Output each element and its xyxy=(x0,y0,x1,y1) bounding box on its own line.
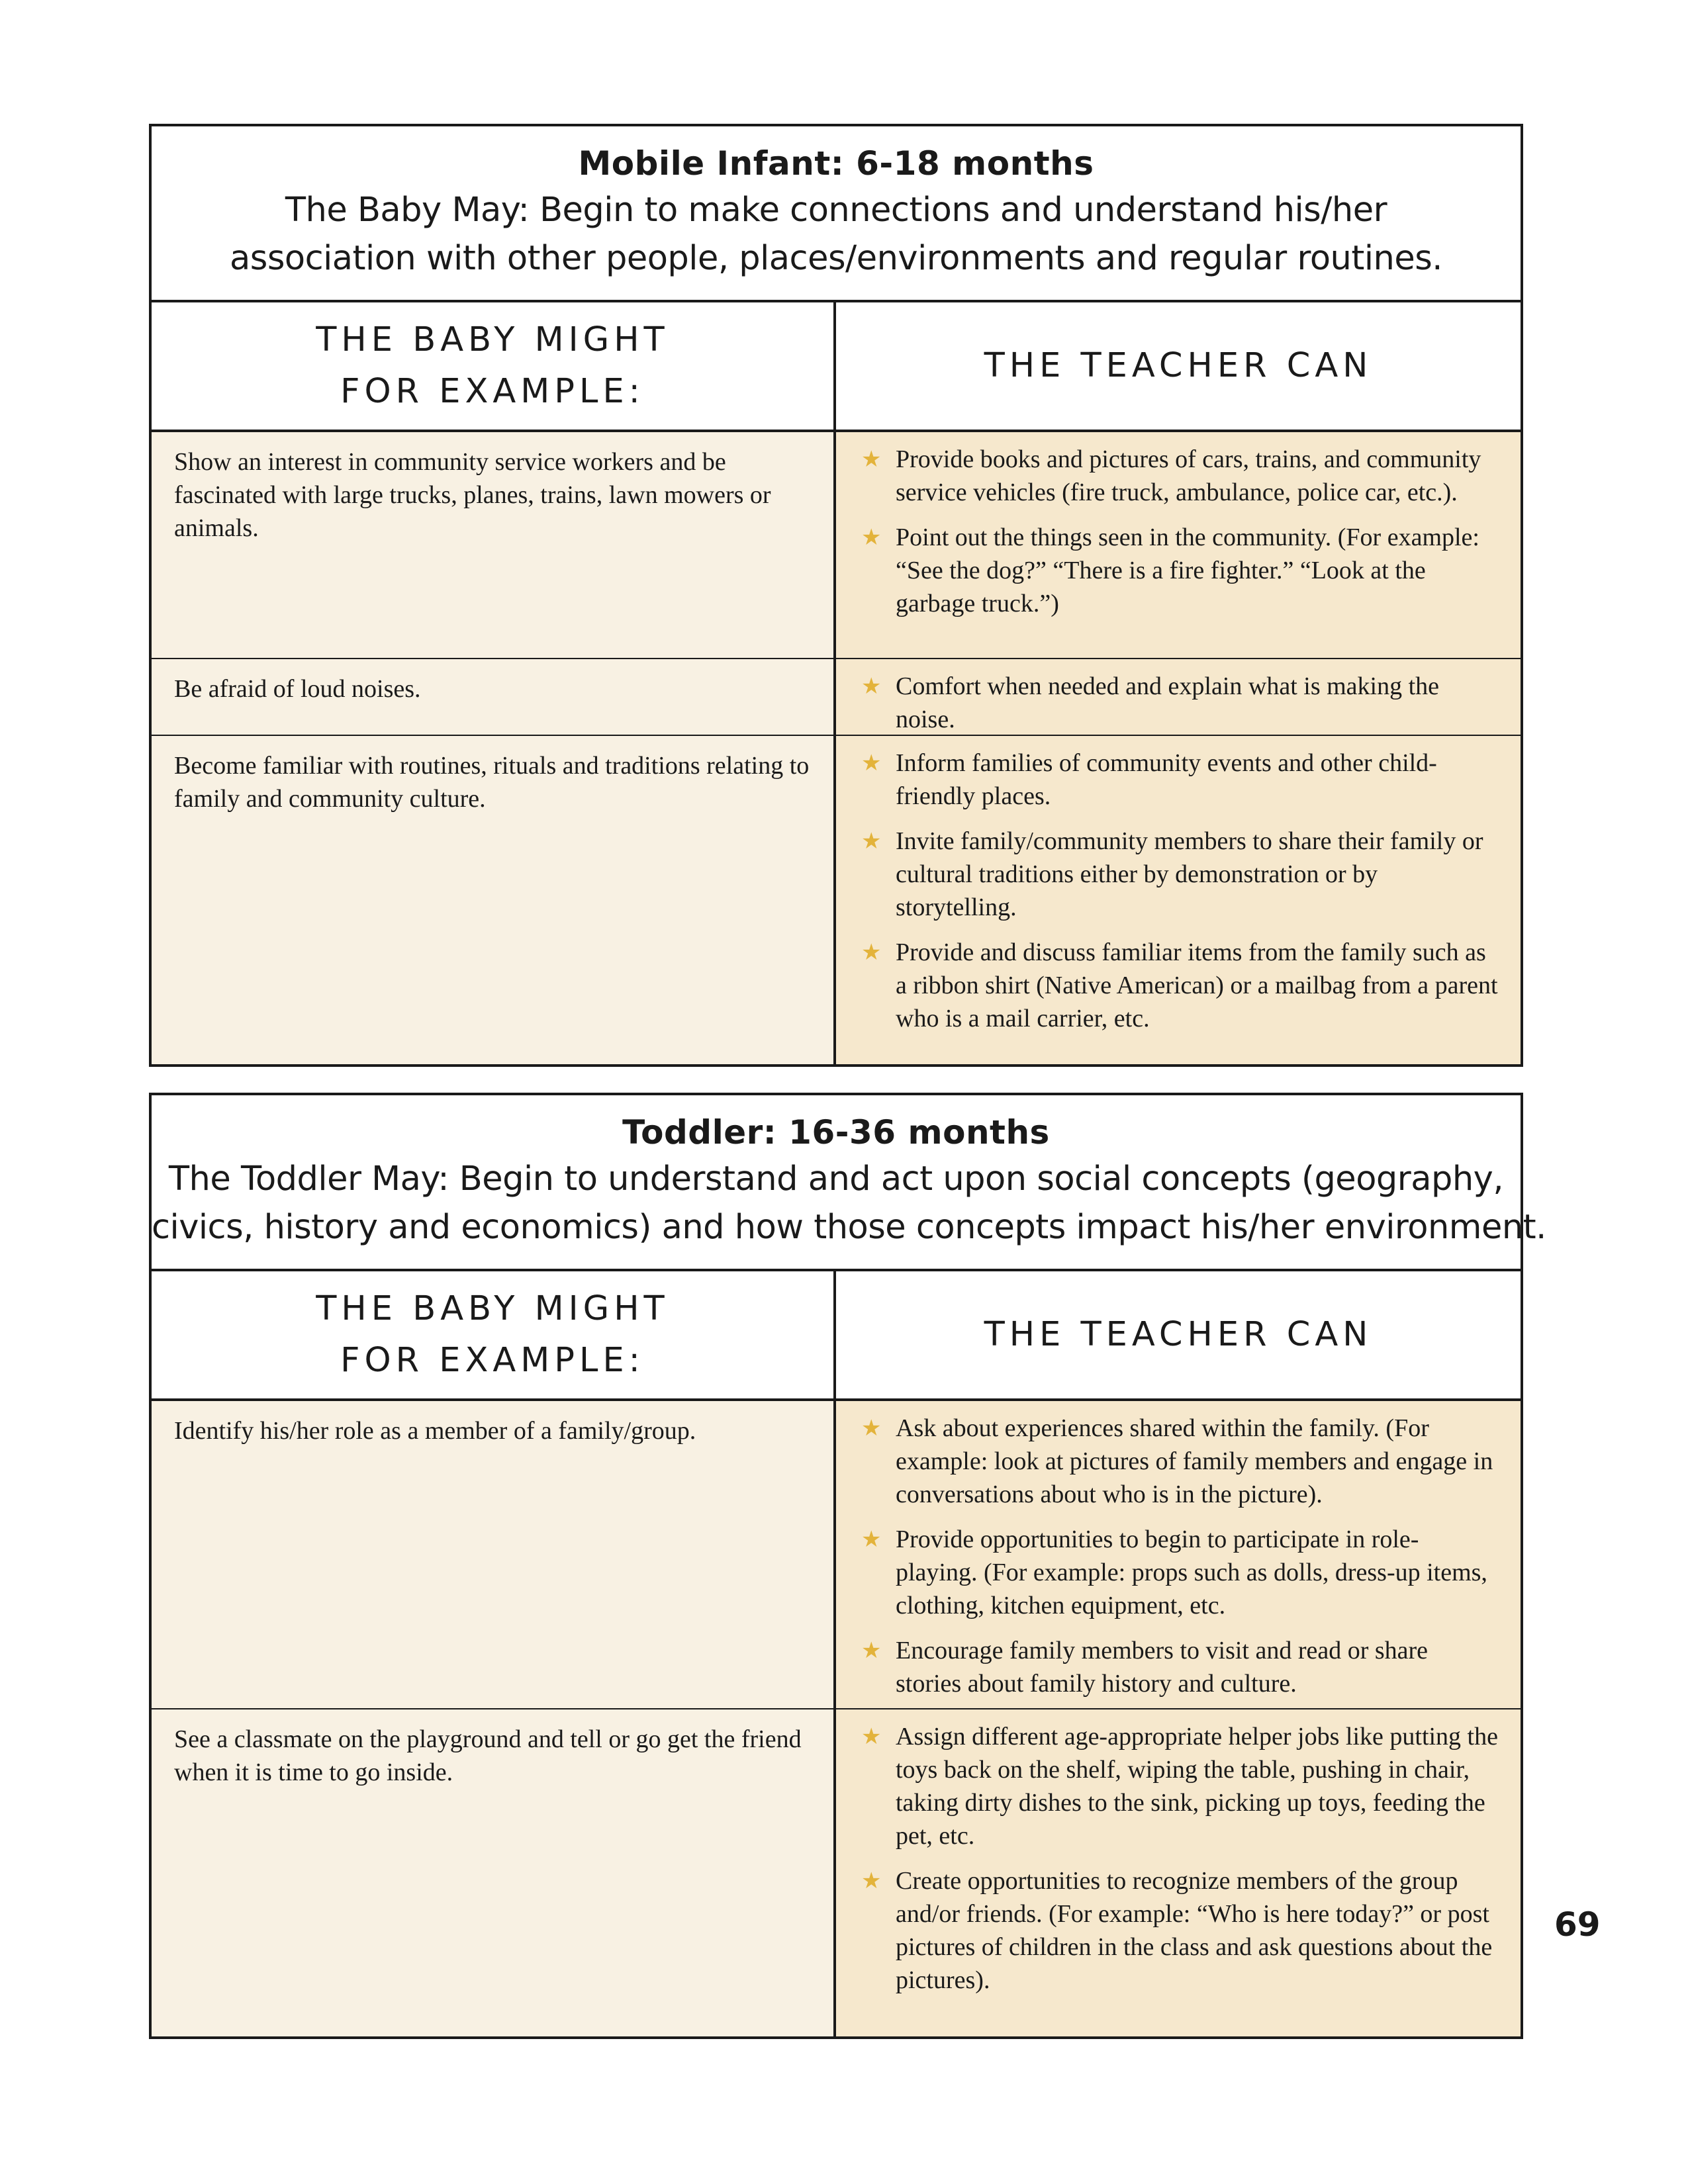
table-row: Identify his/her role as a member of a f… xyxy=(152,1401,1521,1709)
baby-cell: Identify his/her role as a member of a f… xyxy=(152,1401,836,1708)
star-icon: ★ xyxy=(861,1868,882,1894)
star-icon: ★ xyxy=(861,828,882,854)
teacher-cell: ★ Comfort when needed and explain what i… xyxy=(836,659,1521,735)
section-description: The Baby May: Begin to make connections … xyxy=(152,186,1521,283)
baby-cell: Become familiar with routines, rituals a… xyxy=(152,736,836,1064)
section-header: Mobile Infant: 6-18 months The Baby May:… xyxy=(152,126,1521,302)
column-header-line: FOR EXAMPLE: xyxy=(340,372,645,411)
teacher-bullet: ★ Invite family/community members to sha… xyxy=(861,825,1498,924)
star-icon: ★ xyxy=(861,524,882,551)
star-icon: ★ xyxy=(861,1526,882,1553)
bullet-text: Ask about experiences shared within the … xyxy=(896,1414,1493,1508)
column-header-row: THE BABY MIGHT FOR EXAMPLE: THE TEACHER … xyxy=(152,1271,1521,1401)
section-mobile-infant: Mobile Infant: 6-18 months The Baby May:… xyxy=(149,124,1523,1067)
teacher-bullet: ★ Assign different age-appropriate helpe… xyxy=(861,1720,1498,1852)
star-icon: ★ xyxy=(861,1637,882,1664)
table-row: Be afraid of loud noises. ★ Comfort when… xyxy=(152,659,1521,736)
column-header-baby: THE BABY MIGHT FOR EXAMPLE: xyxy=(152,302,836,430)
teacher-cell: ★ Provide books and pictures of cars, tr… xyxy=(836,432,1521,658)
bullet-text: Provide and discuss familiar items from … xyxy=(896,938,1498,1032)
baby-cell: See a classmate on the playground and te… xyxy=(152,1709,836,2036)
bullet-text: Encourage family members to visit and re… xyxy=(896,1637,1429,1698)
section-description-line: civics, history and economics) and how t… xyxy=(152,1208,1546,1247)
section-header: Toddler: 16-36 months The Toddler May: B… xyxy=(152,1095,1546,1271)
teacher-bullet: ★ Create opportunities to recognize memb… xyxy=(861,1864,1498,1997)
teacher-cell: ★ Assign different age-appropriate helpe… xyxy=(836,1709,1521,2036)
teacher-bullet: ★ Point out the things seen in the commu… xyxy=(861,521,1498,620)
teacher-bullet: ★ Ask about experiences shared within th… xyxy=(861,1412,1498,1511)
teacher-bullet: ★ Comfort when needed and explain what i… xyxy=(861,670,1498,736)
star-icon: ★ xyxy=(861,446,882,473)
column-header-line: THE BABY MIGHT xyxy=(316,320,669,359)
bullet-text: Point out the things seen in the communi… xyxy=(896,523,1479,617)
column-header-baby: THE BABY MIGHT FOR EXAMPLE: xyxy=(152,1271,836,1398)
section-title: Toddler: 16-36 months xyxy=(622,1113,1050,1152)
teacher-bullet: ★ Encourage family members to visit and … xyxy=(861,1634,1498,1700)
star-icon: ★ xyxy=(861,673,882,700)
column-header-row: THE BABY MIGHT FOR EXAMPLE: THE TEACHER … xyxy=(152,302,1521,432)
section-description: The Toddler May: Begin to understand and… xyxy=(152,1155,1546,1251)
teacher-bullet: ★ Provide and discuss familiar items fro… xyxy=(861,936,1498,1035)
bullet-text: Inform families of community events and … xyxy=(896,749,1437,810)
teacher-cell: ★ Inform families of community events an… xyxy=(836,736,1521,1064)
section-description-line: The Baby May: Begin to make connections … xyxy=(285,191,1387,230)
bullet-text: Assign different age-appropriate helper … xyxy=(896,1723,1498,1850)
table-row: Become familiar with routines, rituals a… xyxy=(152,736,1521,1064)
page-number: 69 xyxy=(1554,1905,1601,1944)
bullet-text: Create opportunities to recognize member… xyxy=(896,1867,1493,1994)
section-description-line: The Toddler May: Begin to understand and… xyxy=(168,1160,1504,1199)
section-title: Mobile Infant: 6-18 months xyxy=(578,144,1094,183)
teacher-bullet: ★ Provide opportunities to begin to part… xyxy=(861,1523,1498,1622)
star-icon: ★ xyxy=(861,1723,882,1750)
bullet-text: Comfort when needed and explain what is … xyxy=(896,672,1440,733)
column-header-line: FOR EXAMPLE: xyxy=(340,1341,645,1380)
column-header-teacher: THE TEACHER CAN xyxy=(984,1315,1373,1354)
section-description-line: association with other people, places/en… xyxy=(230,239,1443,278)
teacher-cell: ★ Ask about experiences shared within th… xyxy=(836,1401,1521,1708)
baby-cell: Be afraid of loud noises. xyxy=(152,659,836,735)
bullet-text: Provide opportunities to begin to partic… xyxy=(896,1525,1487,1619)
section-toddler: Toddler: 16-36 months The Toddler May: B… xyxy=(149,1093,1546,2039)
column-header-line: THE BABY MIGHT xyxy=(316,1289,669,1328)
table-row: See a classmate on the playground and te… xyxy=(152,1709,1521,2036)
star-icon: ★ xyxy=(861,750,882,776)
teacher-bullet: ★ Inform families of community events an… xyxy=(861,747,1498,813)
bullet-text: Invite family/community members to share… xyxy=(896,827,1483,921)
star-icon: ★ xyxy=(861,1415,882,1441)
bullet-text: Provide books and pictures of cars, trai… xyxy=(896,445,1481,506)
star-icon: ★ xyxy=(861,939,882,966)
teacher-bullet: ★ Provide books and pictures of cars, tr… xyxy=(861,443,1498,509)
table-row: Show an interest in community service wo… xyxy=(152,432,1521,659)
baby-cell: Show an interest in community service wo… xyxy=(152,432,836,658)
column-header-teacher: THE TEACHER CAN xyxy=(984,346,1373,385)
